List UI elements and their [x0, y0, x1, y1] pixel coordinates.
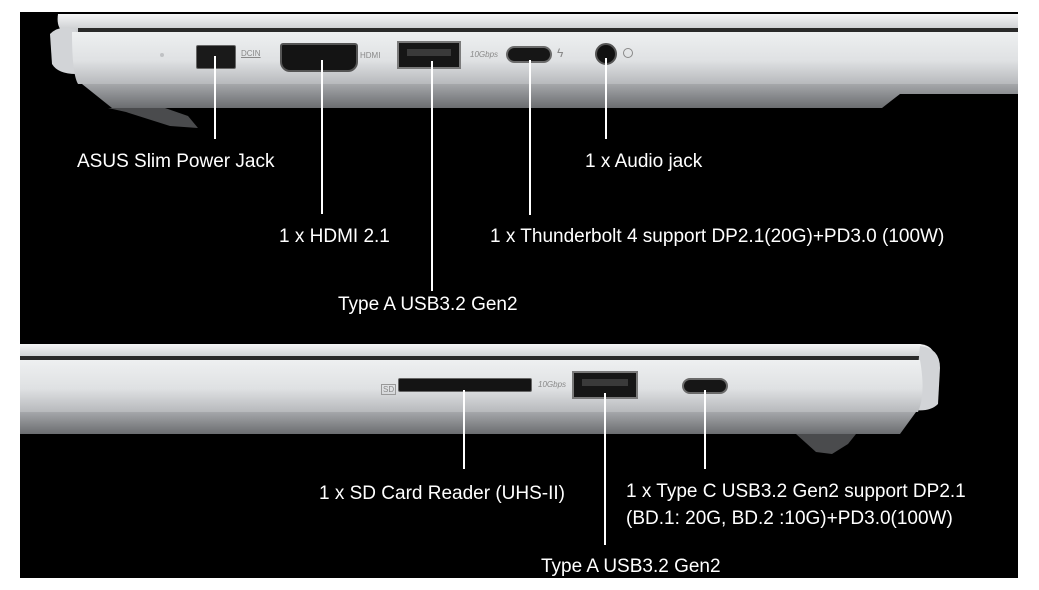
hdmi-label: 1 x HDMI 2.1 [279, 226, 390, 247]
sd-reader-pointer [463, 390, 465, 469]
hdmi-pointer [321, 60, 323, 214]
usb-c-label-line1: 1 x Type C USB3.2 Gen2 support DP2.1 [626, 481, 966, 502]
status-led-icon [160, 53, 164, 57]
power-jack-label: ASUS Slim Power Jack [77, 151, 275, 172]
thunderbolt-pointer [529, 60, 531, 215]
dcin-marking: DCIN [241, 49, 261, 58]
usb-a-label-top: Type A USB3.2 Gen2 [338, 294, 518, 315]
left-side-laptop [50, 14, 1018, 128]
audio-jack-label: 1 x Audio jack [585, 151, 703, 172]
headset-icon [623, 48, 633, 58]
audio-pointer [605, 58, 607, 139]
usb-c-label-line2: (BD.1: 20G, BD.2 :10G)+PD3.0(100W) [626, 508, 953, 529]
power-jack-port [196, 45, 236, 69]
usb-a-port-top [397, 41, 461, 69]
usb-a-pointer-top [431, 61, 433, 291]
lightning-icon: ϟ [557, 46, 564, 60]
image-stage: DCIN HDMI 10Gbps ϟ ASUS Slim Power Jack … [20, 12, 1018, 578]
thunderbolt-label: 1 x Thunderbolt 4 support DP2.1(20G)+PD3… [490, 226, 945, 247]
usb-a-pointer-bottom [604, 393, 606, 545]
usb-a-label-bottom: Type A USB3.2 Gen2 [541, 556, 721, 577]
sd-reader-label: 1 x SD Card Reader (UHS-II) [319, 483, 566, 504]
hdmi-port [280, 43, 358, 72]
power-jack-pointer [214, 56, 216, 139]
usb-c-pointer [704, 390, 706, 469]
sd-card-slot [398, 378, 532, 392]
usb-speed-marking-top: 10Gbps [470, 50, 499, 59]
hdmi-marking: HDMI [360, 51, 381, 60]
sd-card-icon: SD [381, 384, 397, 395]
usb-speed-marking-bottom: 10Gbps [538, 380, 567, 389]
right-side-laptop [20, 344, 940, 454]
